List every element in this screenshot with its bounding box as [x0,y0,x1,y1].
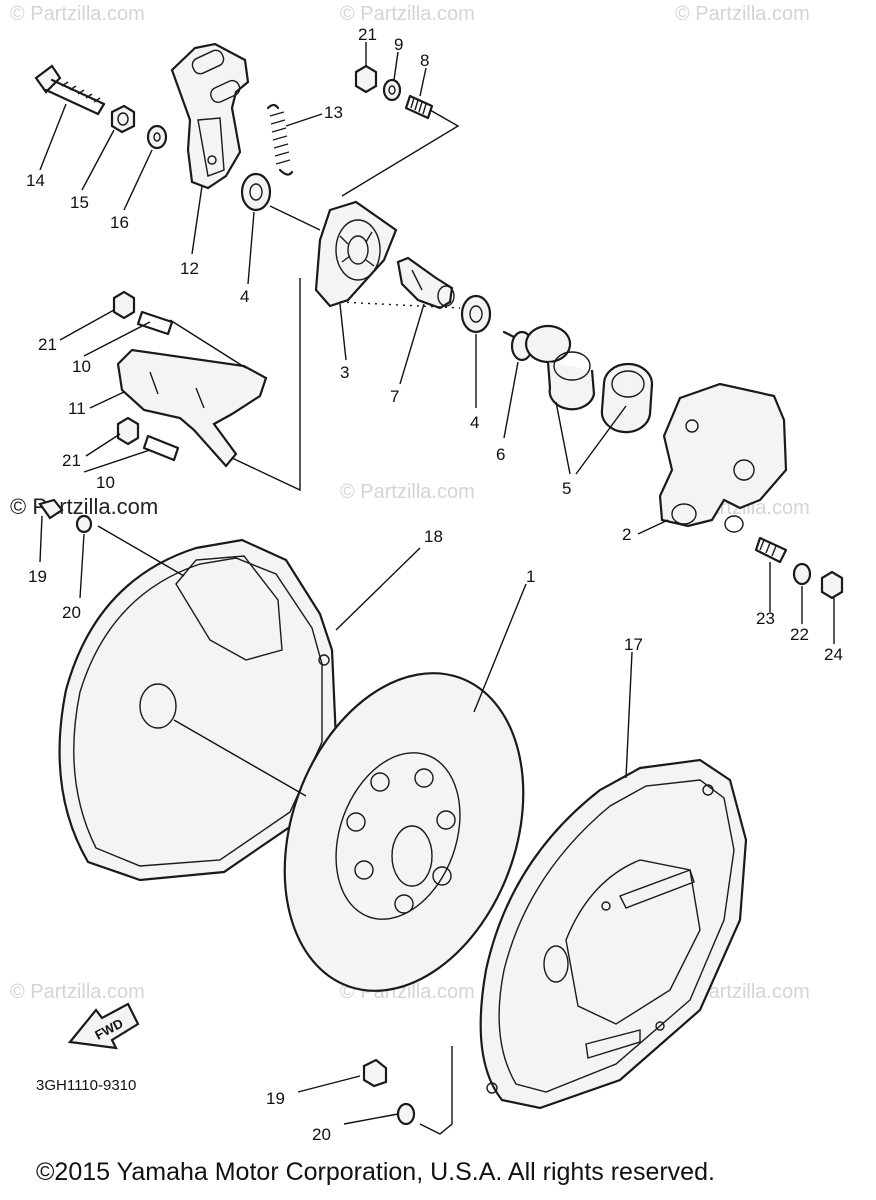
nut-15 [110,104,136,134]
copyright-notice: ©2015 Yamaha Motor Corporation, U.S.A. A… [36,1158,715,1186]
callout: 16 [110,213,129,232]
housing-3 [314,200,398,308]
callout: 4 [470,413,479,432]
bearing-4-middle [460,294,492,334]
watermark-layer: © Partzilla.com © Partzilla.com © Partzi… [10,3,810,1003]
washer-20-left [75,514,93,534]
nut-21-mid [112,290,136,320]
diagram-code: 3GH1110-9310 [36,1077,136,1094]
cam-shaft-7 [396,256,455,310]
bolt-14 [34,64,106,116]
callout: 23 [756,609,775,628]
callout: 19 [266,1089,285,1108]
piston-5b [600,362,654,434]
callout-labels: 21 9 8 13 14 15 16 12 4 3 7 4 6 5 2 21 1… [26,25,843,1144]
spring-13 [266,103,294,176]
cover-17 [479,758,748,1110]
callout: 20 [62,603,81,622]
callout: 14 [26,171,45,190]
washer-20-bottom [396,1102,416,1126]
washer-22 [792,562,812,586]
callout: 15 [70,193,89,212]
bolt-19-left [38,498,64,520]
callout: 13 [324,103,343,122]
watermark: © Partzilla.com [340,481,475,503]
callout: 9 [394,35,403,54]
bearing-4-upper [240,172,272,212]
callout: 21 [38,335,57,354]
callout: 10 [72,357,91,376]
stud-10-mid [136,310,174,336]
callout: 10 [96,473,115,492]
callout: 7 [390,387,399,406]
watermark: © Partzilla.com [340,3,475,25]
callout: 3 [340,363,349,382]
callout: 11 [68,399,86,418]
callout: 2 [622,525,631,544]
stud-8 [404,94,434,120]
callout: 17 [624,635,643,654]
callout: 19 [28,567,47,586]
callout: 4 [240,287,249,306]
callout: 24 [824,645,843,664]
stud-23 [754,536,788,564]
washer-9 [382,78,402,102]
callout: 6 [496,445,505,464]
callout: 18 [424,527,443,546]
forward-arrow-icon: FWD [67,1002,140,1050]
washer-16 [146,124,168,150]
callout: 20 [312,1125,331,1144]
watermark-dark: © Partzilla.com [10,494,158,519]
callout: 8 [420,51,429,70]
callout: 21 [62,451,81,470]
bolt-19-bottom [362,1058,388,1088]
assembly-lines [97,109,461,1135]
nut-21-low [116,416,140,446]
lever-12 [170,42,250,190]
callout: 12 [180,259,199,278]
callout: 22 [790,625,809,644]
stud-10-low [142,434,180,462]
callout: 1 [526,567,535,586]
piston-5a [524,324,596,411]
nut-24 [820,570,844,600]
bracket-11 [116,348,268,468]
callout: 5 [562,479,571,498]
caliper-2 [658,382,788,533]
callout-leaders [39,42,835,1125]
callout: 21 [358,25,377,44]
watermark: © Partzilla.com [675,3,810,25]
nut-21-top [354,64,378,94]
brake-disc-1 [283,672,525,992]
watermark: © Partzilla.com [10,981,145,1003]
watermark: © Partzilla.com [10,3,145,25]
backing-plate-18 [58,538,338,882]
